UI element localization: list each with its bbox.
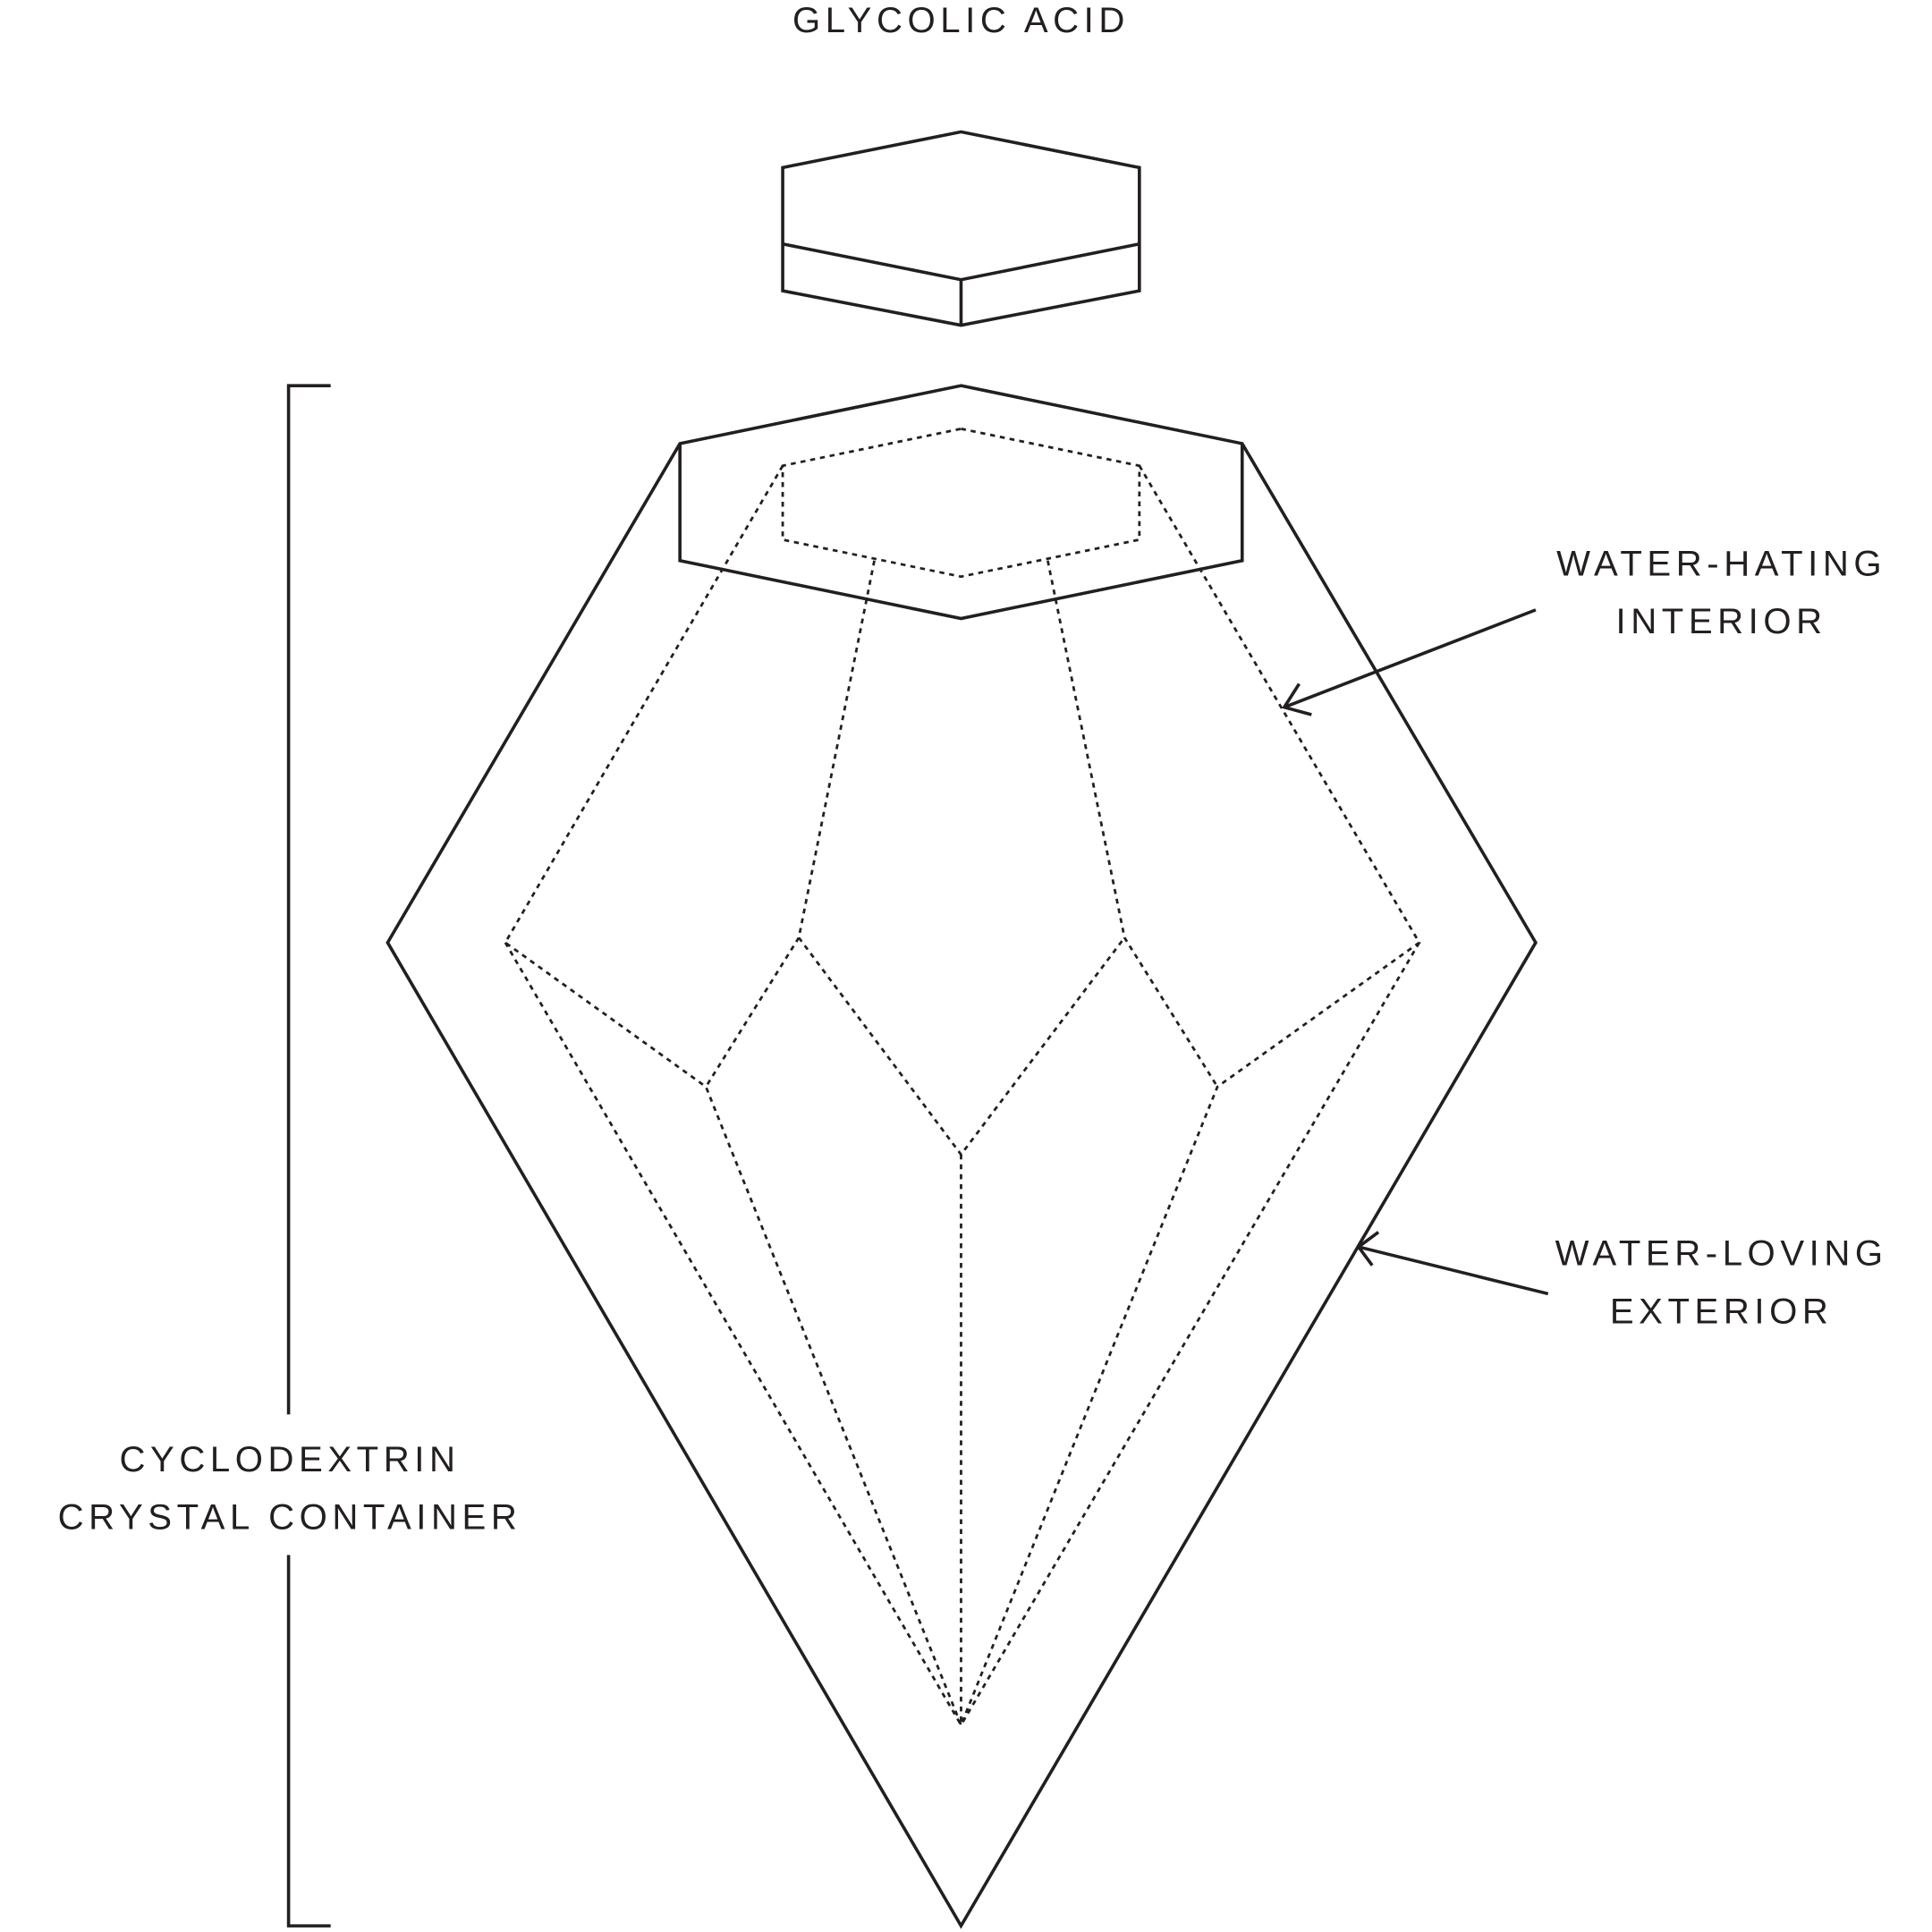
glycolic-acid-molecule	[781, 130, 1141, 327]
exterior-label-line1: WATER-LOVING	[1555, 1234, 1888, 1274]
glycolic-acid-label: GLYCOLIC ACID	[792, 1, 1130, 40]
interior-arrow	[1282, 608, 1537, 716]
exterior-arrow	[1356, 1231, 1549, 1296]
crystal-container-outer	[386, 384, 1538, 1929]
crystal-interior-dotted	[504, 427, 1421, 1726]
interior-label-line2: INTERIOR	[1616, 602, 1827, 641]
container-bracket	[286, 384, 331, 1928]
interior-label-line1: WATER-HATING	[1556, 544, 1886, 583]
container-label-line1: CYCLODEXTRIN	[119, 1440, 460, 1479]
exterior-label-line2: EXTERIOR	[1610, 1292, 1834, 1332]
container-label-line2: CRYSTAL CONTAINER	[58, 1498, 522, 1538]
